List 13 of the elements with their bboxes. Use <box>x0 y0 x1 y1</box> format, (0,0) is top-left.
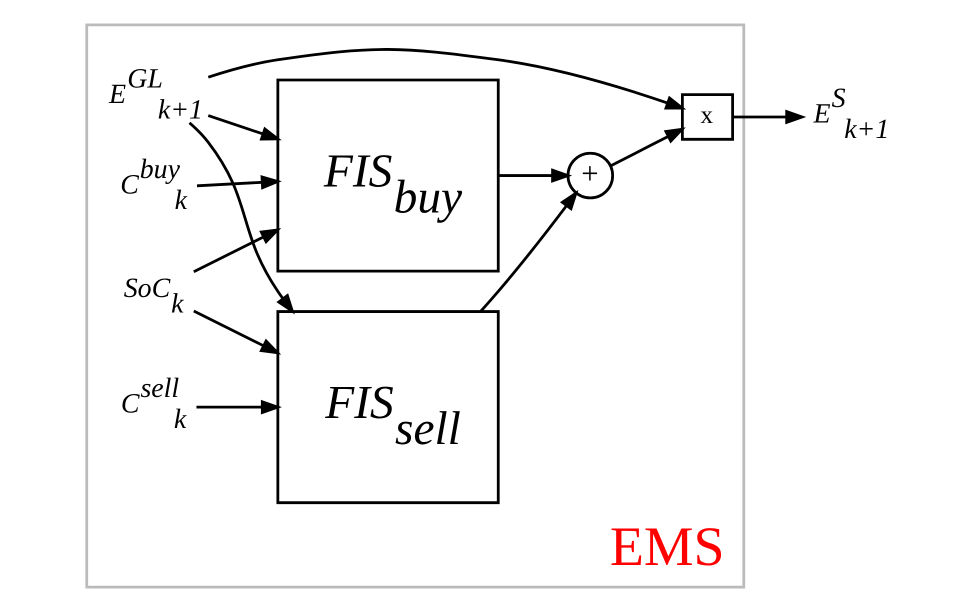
arrow <box>498 168 572 183</box>
arrow <box>192 228 281 273</box>
arrow <box>207 48 686 110</box>
node-box: x <box>680 93 734 141</box>
arrow <box>188 122 294 314</box>
arrow <box>196 175 282 190</box>
arrow <box>196 400 282 414</box>
arrow <box>207 114 282 141</box>
arrow <box>479 190 578 312</box>
node-circle: + <box>566 152 614 200</box>
arrow <box>192 310 281 355</box>
arrow <box>732 110 806 124</box>
arrow <box>609 127 686 168</box>
